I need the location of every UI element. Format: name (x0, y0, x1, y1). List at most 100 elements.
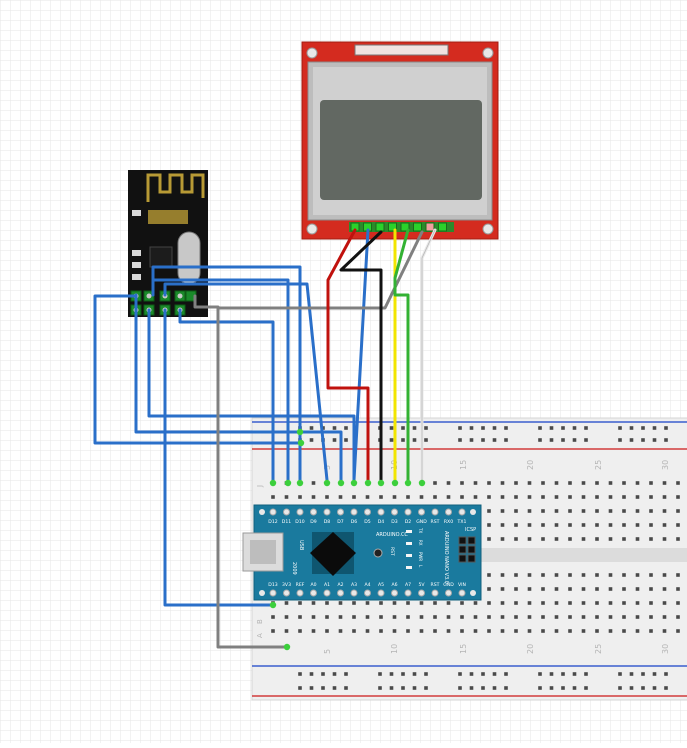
breadboard-hole[interactable] (554, 601, 559, 605)
nano-top-pin[interactable] (431, 508, 439, 516)
breadboard-hole[interactable] (662, 481, 667, 485)
breadboard-hole[interactable] (487, 495, 491, 499)
nano-top-pin[interactable] (296, 508, 304, 516)
nano-top-pin[interactable] (269, 508, 277, 516)
breadboard-hole[interactable] (487, 587, 491, 591)
breadboard-hole[interactable] (662, 615, 667, 619)
nano-bottom-pin[interactable] (323, 589, 331, 597)
nano-bottom-pin[interactable] (391, 589, 398, 597)
power-rail-hole[interactable] (561, 672, 565, 676)
breadboard-hole[interactable] (311, 481, 316, 485)
breadboard-hole[interactable] (487, 481, 491, 485)
breadboard-hole[interactable] (608, 573, 613, 577)
breadboard-hole[interactable] (568, 615, 572, 619)
breadboard-hole[interactable] (527, 537, 532, 541)
power-rail-hole[interactable] (401, 672, 405, 676)
breadboard-hole[interactable] (662, 587, 667, 591)
nano-top-pin[interactable] (323, 508, 331, 516)
breadboard-hole[interactable] (622, 481, 626, 485)
breadboard-hole[interactable] (392, 629, 397, 633)
breadboard-hole[interactable] (406, 615, 410, 619)
power-rail-hole[interactable] (664, 686, 668, 690)
breadboard-hole[interactable] (662, 629, 667, 633)
breadboard-hole[interactable] (284, 615, 289, 619)
breadboard-hole[interactable] (298, 615, 302, 619)
power-rail-hole[interactable] (538, 438, 542, 442)
breadboard-hole[interactable] (635, 509, 640, 513)
breadboard-hole[interactable] (635, 629, 640, 633)
breadboard-hole[interactable] (527, 601, 532, 605)
nano-bottom-pin[interactable] (283, 589, 290, 597)
power-rail-hole[interactable] (412, 426, 417, 430)
power-rail-hole[interactable] (321, 686, 325, 690)
wire-rf-to-nano-5[interactable] (93, 294, 303, 445)
power-rail-hole[interactable] (561, 438, 565, 442)
breadboard-hole[interactable] (487, 601, 491, 605)
breadboard-hole[interactable] (541, 537, 545, 541)
nano-top-pin[interactable] (391, 508, 398, 516)
breadboard-hole[interactable] (649, 523, 653, 527)
breadboard-hole[interactable] (284, 629, 289, 633)
breadboard-hole[interactable] (379, 629, 383, 633)
lcd-pin[interactable] (400, 222, 410, 232)
nano-bottom-pin[interactable] (337, 589, 344, 597)
power-rail-hole[interactable] (641, 426, 645, 430)
wire-rf-to-nano-3[interactable] (134, 293, 343, 482)
power-rail-hole[interactable] (424, 426, 428, 430)
breadboard-hole[interactable] (500, 495, 505, 499)
breadboard-hole[interactable] (676, 495, 680, 499)
power-rail-hole[interactable] (424, 672, 428, 676)
power-rail-hole[interactable] (629, 438, 634, 442)
power-rail-hole[interactable] (652, 686, 657, 690)
breadboard-hole[interactable] (649, 573, 653, 577)
power-rail-hole[interactable] (424, 686, 428, 690)
breadboard-hole[interactable] (581, 509, 586, 513)
breadboard-hole[interactable] (487, 509, 491, 513)
breadboard-hole[interactable] (298, 629, 302, 633)
power-rail-hole[interactable] (664, 426, 668, 430)
breadboard-hole[interactable] (487, 629, 491, 633)
power-rail-hole[interactable] (458, 438, 462, 442)
breadboard-hole[interactable] (352, 495, 356, 499)
power-rail-hole[interactable] (492, 686, 497, 690)
breadboard-hole[interactable] (635, 587, 640, 591)
power-rail-hole[interactable] (309, 438, 314, 442)
power-rail-hole[interactable] (389, 686, 394, 690)
breadboard-hole[interactable] (379, 601, 383, 605)
breadboard-hole[interactable] (622, 509, 626, 513)
breadboard-hole[interactable] (662, 523, 667, 527)
breadboard-hole[interactable] (446, 629, 451, 633)
breadboard-hole[interactable] (284, 495, 289, 499)
breadboard-hole[interactable] (271, 495, 275, 499)
power-rail-hole[interactable] (321, 672, 325, 676)
reset-button[interactable] (373, 548, 383, 558)
power-rail-hole[interactable] (332, 672, 337, 676)
breadboard-hole[interactable] (406, 495, 410, 499)
power-rail-hole[interactable] (629, 686, 634, 690)
breadboard-hole[interactable] (608, 537, 613, 541)
breadboard-hole[interactable] (595, 587, 599, 591)
breadboard-hole[interactable] (541, 495, 545, 499)
breadboard-hole[interactable] (325, 629, 329, 633)
nano-bottom-pin[interactable] (431, 589, 439, 597)
breadboard-hole[interactable] (541, 509, 545, 513)
breadboard-hole[interactable] (541, 523, 545, 527)
power-rail-hole[interactable] (641, 672, 645, 676)
breadboard-hole[interactable] (676, 587, 680, 591)
breadboard-hole[interactable] (473, 615, 478, 619)
power-rail-hole[interactable] (481, 686, 485, 690)
breadboard-hole[interactable] (487, 573, 491, 577)
breadboard-hole[interactable] (649, 615, 653, 619)
breadboard-hole[interactable] (595, 481, 599, 485)
power-rail-hole[interactable] (618, 438, 622, 442)
breadboard-hole[interactable] (541, 615, 545, 619)
breadboard-hole[interactable] (568, 629, 572, 633)
breadboard-hole[interactable] (392, 615, 397, 619)
power-rail-hole[interactable] (309, 672, 314, 676)
nano-bottom-pin[interactable] (445, 589, 452, 597)
power-rail-hole[interactable] (504, 672, 508, 676)
power-rail-hole[interactable] (618, 686, 622, 690)
wire-black-gnd[interactable] (339, 230, 383, 482)
power-rail-hole[interactable] (309, 426, 314, 430)
power-rail-hole[interactable] (492, 438, 497, 442)
